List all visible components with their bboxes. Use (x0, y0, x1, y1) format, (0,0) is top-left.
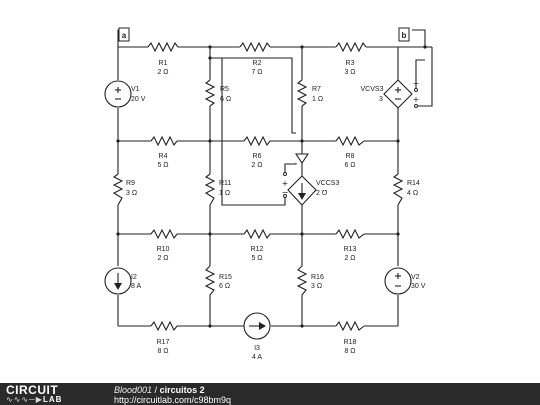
component-labels: R1 2 Ω R2 7 Ω R3 3 Ω R5 6 Ω R7 1 Ω V1 20… (126, 60, 426, 361)
dependent-source-vccs3 (287, 175, 317, 206)
label-r17-name: R17 (157, 339, 170, 346)
label-v2-value: 30 V (411, 283, 426, 290)
dependent-source-vcvs3 (383, 79, 413, 109)
label-r15-value: 6 Ω (219, 283, 230, 290)
label-r17-value: 8 Ω (157, 348, 168, 355)
label-vcvs3-value: 3 (379, 96, 383, 103)
label-v2-name: V2 (411, 274, 420, 281)
label-r10-value: 2 Ω (157, 255, 168, 262)
resistor-r9 (112, 173, 124, 206)
label-r16-name: R16 (311, 274, 324, 281)
resistor-r8 (335, 135, 365, 147)
label-vcvs3-name: VCVS3 (361, 86, 384, 93)
label-r12-name: R12 (251, 246, 264, 253)
author-link[interactable]: Blood001 (114, 385, 153, 395)
vccs3-control-plus: + (282, 179, 289, 188)
label-r14-name: R14 (407, 180, 420, 187)
label-vccs3-name: VCCS3 (316, 180, 339, 187)
label-i2-value: 8 A (131, 283, 141, 290)
resistor-r3 (335, 41, 367, 53)
vccs3-sense-element (294, 153, 310, 164)
label-r5-value: 6 Ω (220, 96, 231, 103)
label-r11-value: 1 Ω (219, 190, 230, 197)
logo-squiggle-icon: ∿∿∿─▶ (6, 395, 43, 404)
label-r1-name: R1 (159, 60, 168, 67)
label-r11-name: R11 (219, 180, 231, 187)
label-r2-name: R2 (253, 60, 262, 67)
sources (104, 79, 413, 340)
current-source-i3 (243, 312, 271, 340)
resistor-r11 (204, 173, 216, 206)
svg-text:a: a (122, 31, 127, 40)
label-r3-name: R3 (346, 60, 355, 67)
label-i3-value: 4 A (252, 354, 262, 361)
label-r7-value: 1 Ω (312, 96, 323, 103)
label-r15-name: R15 (219, 274, 232, 281)
label-vccs3-value: 2 ℧ (316, 190, 328, 197)
svg-text:b: b (402, 31, 407, 40)
circuit-schematic: a b + − + − R1 2 Ω R2 7 Ω R3 3 Ω R5 6 Ω … (104, 27, 433, 361)
resistor-r4 (150, 135, 178, 147)
logo-wordmark-bottom: ∿∿∿─▶LAB (6, 396, 62, 404)
label-r3-value: 3 Ω (344, 69, 355, 76)
resistor-r5 (204, 79, 216, 107)
label-r18-name: R18 (344, 339, 357, 346)
label-r14-value: 4 Ω (407, 190, 418, 197)
label-r13-name: R13 (344, 246, 357, 253)
resistors (112, 41, 404, 332)
circuitlab-logo[interactable]: CIRCUIT ∿∿∿─▶LAB (6, 384, 110, 404)
logo-lab-text: LAB (42, 395, 63, 404)
current-source-i2 (104, 267, 132, 295)
label-r10-name: R10 (157, 246, 170, 253)
label-r6-name: R6 (253, 153, 262, 160)
label-r9-name: R9 (126, 180, 135, 187)
vcvs3-control-plus: + (413, 95, 420, 104)
resistor-r13 (335, 228, 365, 240)
footer-bar: CIRCUIT ∿∿∿─▶LAB Blood001 / circuitos 2 … (0, 383, 540, 405)
label-r16-value: 3 Ω (311, 283, 322, 290)
node-label-a: a (118, 27, 130, 42)
label-r5-name: R5 (220, 86, 229, 93)
resistor-r2 (239, 41, 271, 53)
circuit-url[interactable]: http://circuitlab.com/c98bm9q (114, 395, 232, 405)
vcvs3-control-minus: − (413, 79, 420, 88)
label-r7-name: R7 (312, 86, 321, 93)
resistor-r10 (150, 228, 178, 240)
circuit-title[interactable]: circuitos 2 (159, 385, 205, 395)
circuit-meta: Blood001 / circuitos 2 http://circuitlab… (114, 385, 231, 405)
node-label-b: b (398, 27, 410, 42)
voltage-source-v2 (384, 267, 412, 295)
resistor-r1 (147, 41, 179, 53)
label-r8-value: 6 Ω (344, 162, 355, 169)
resistor-r17 (150, 320, 178, 332)
junctions (116, 45, 427, 328)
label-r12-value: 5 Ω (251, 255, 262, 262)
label-r18-value: 8 Ω (344, 348, 355, 355)
label-i2-name: I2 (131, 274, 137, 281)
label-r4-value: 5 Ω (157, 162, 168, 169)
resistor-r15 (204, 265, 216, 296)
label-i3-name: I3 (254, 345, 260, 352)
logo-wordmark-top: CIRCUIT (6, 383, 59, 397)
vccs3-control-minus: − (282, 188, 289, 197)
label-r13-value: 2 Ω (344, 255, 355, 262)
resistor-r14 (392, 173, 404, 206)
resistor-r6 (243, 135, 271, 147)
label-r8-name: R8 (346, 153, 355, 160)
label-r4-name: R4 (159, 153, 168, 160)
resistor-r16 (296, 265, 308, 296)
label-r2-value: 7 Ω (251, 69, 262, 76)
voltage-source-v1 (104, 80, 132, 108)
label-v1-name: V1 (131, 86, 140, 93)
resistor-r12 (243, 228, 271, 240)
title-separator: / (152, 385, 160, 395)
resistor-r7 (296, 79, 308, 107)
label-r9-value: 3 Ω (126, 190, 137, 197)
resistor-r18 (335, 320, 365, 332)
label-r6-value: 2 Ω (251, 162, 262, 169)
label-v1-value: 20 V (131, 96, 146, 103)
label-r1-value: 2 Ω (157, 69, 168, 76)
